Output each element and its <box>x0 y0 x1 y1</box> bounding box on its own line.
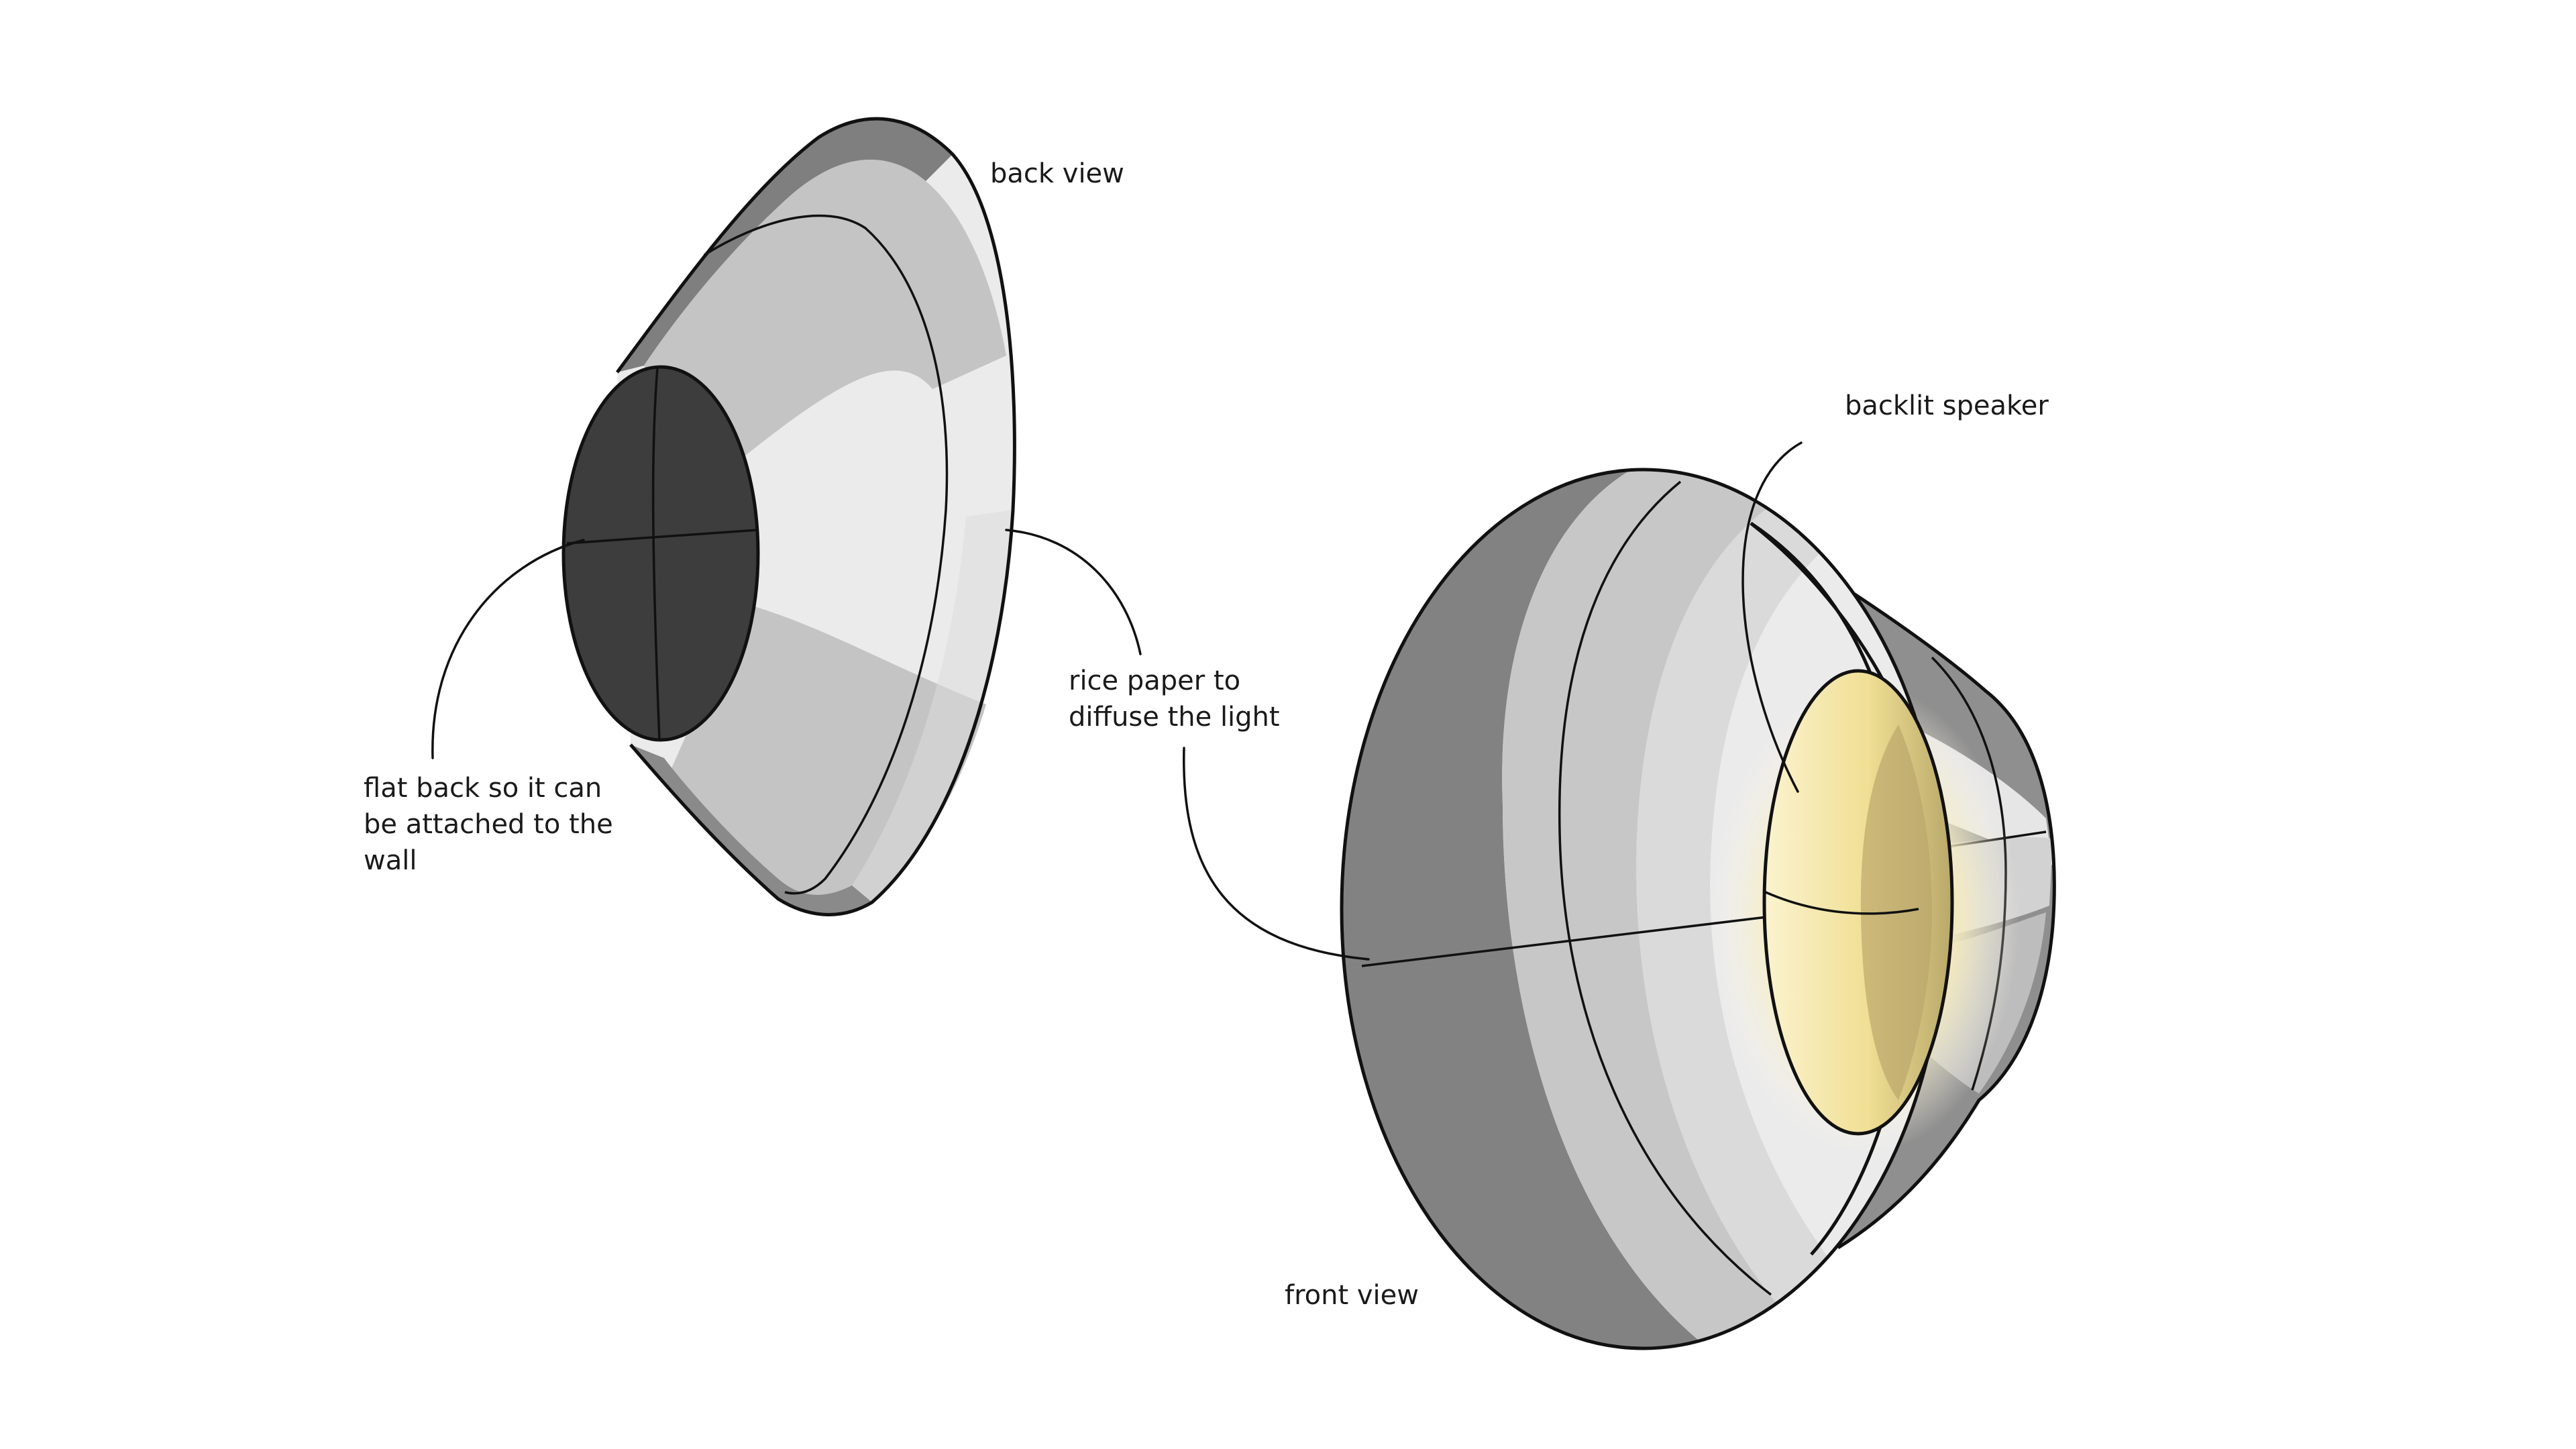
back-view-lamp <box>561 117 1016 916</box>
label-backlit-speaker: backlit speaker <box>1845 390 2049 421</box>
label-flat-back-line1: flat back so it can <box>364 773 602 804</box>
backlit-speaker <box>1762 669 1954 1136</box>
back-view-cone <box>615 117 1016 916</box>
label-flat-back-line3: wall <box>364 845 417 876</box>
label-flat-back-line2: be attached to the <box>364 809 613 840</box>
label-rice-paper-line1: rice paper to <box>1069 665 1241 696</box>
leader-backlit-speaker <box>1741 441 1803 793</box>
label-front-view: front view <box>1285 1280 1419 1311</box>
leader-rice-paper-back <box>1005 529 1142 655</box>
label-rice-paper-line2: diffuse the light <box>1069 702 1280 733</box>
label-rice-paper: rice paper to diffuse the light <box>1069 663 1280 735</box>
leader-rice-paper-front <box>1183 747 1370 961</box>
flat-back-disc <box>561 365 760 742</box>
label-back-view: back view <box>990 158 1124 189</box>
label-flat-back: flat back so it can be attached to the w… <box>364 770 613 879</box>
leader-flat-back <box>431 539 585 759</box>
front-view-lamp <box>1340 468 2056 1350</box>
